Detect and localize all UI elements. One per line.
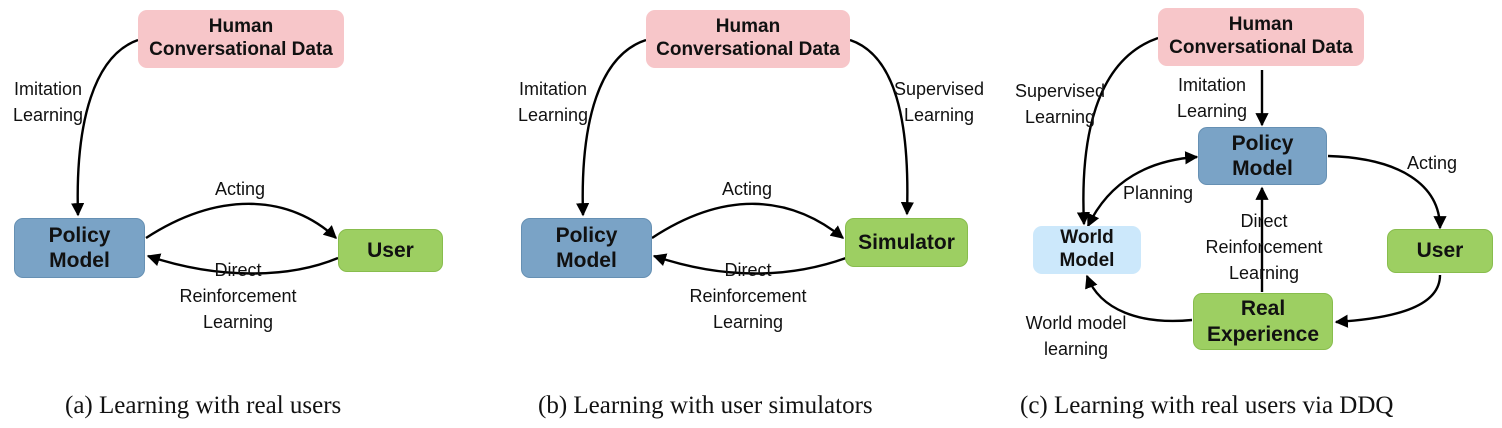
label-line-2: Learning bbox=[1024, 107, 1096, 127]
user-box-c: User bbox=[1387, 229, 1493, 273]
human-data-line-2: Conversational Data bbox=[656, 39, 840, 60]
policy-model-box-a: Policy Model bbox=[14, 218, 145, 278]
label-line-1: Direct bbox=[1240, 211, 1288, 231]
label-line-3: Learning bbox=[712, 312, 784, 332]
acting-text: Acting bbox=[1406, 153, 1458, 173]
real-experience-box-c: Real Experience bbox=[1193, 293, 1333, 350]
label-line-1: World model bbox=[1025, 313, 1127, 333]
policy-model-line-1: Policy bbox=[555, 223, 618, 247]
acting-label-c: Acting bbox=[1392, 150, 1472, 176]
policy-model-box-c: Policy Model bbox=[1198, 127, 1327, 185]
direct-rl-label-b: Direct Reinforcement Learning bbox=[668, 257, 828, 335]
label-line-1: Direct bbox=[724, 260, 772, 280]
caption-b: (b) Learning with user simulators bbox=[538, 392, 873, 419]
label-line-2: Learning bbox=[12, 105, 84, 125]
policy-model-line-2: Model bbox=[556, 249, 617, 272]
planning-label-c: Planning bbox=[1112, 180, 1204, 206]
label-line-2: Learning bbox=[1176, 101, 1248, 121]
acting-text: Acting bbox=[721, 179, 773, 199]
arrow-b-direct-rl bbox=[652, 253, 847, 275]
arrow-a-acting bbox=[145, 202, 337, 240]
user-label: User bbox=[1416, 239, 1464, 263]
acting-label-a: Acting bbox=[200, 176, 280, 202]
imitation-learning-label-b: Imitation Learning bbox=[505, 76, 601, 128]
policy-model-line-2: Model bbox=[49, 249, 110, 272]
arrow-a-imitation bbox=[71, 38, 139, 217]
imitation-learning-label-a: Imitation Learning bbox=[0, 76, 96, 128]
supervised-learning-label-c: Supervised Learning bbox=[1004, 78, 1116, 130]
real-experience-line-1: Real bbox=[1240, 297, 1286, 321]
label-line-2: Reinforcement bbox=[179, 286, 297, 306]
label-line-1: Imitation bbox=[13, 79, 83, 99]
human-conversational-data-box-a: Human Conversational Data bbox=[138, 10, 344, 68]
world-model-box-c: World Model bbox=[1033, 226, 1141, 274]
arrow-c-supervised bbox=[1076, 36, 1159, 226]
policy-model-line-1: Policy bbox=[48, 223, 111, 247]
label-line-2: Reinforcement bbox=[1205, 237, 1323, 257]
human-data-line-2: Conversational Data bbox=[149, 39, 333, 60]
world-model-line-2: Model bbox=[1059, 250, 1115, 271]
label-line-1: Imitation bbox=[1177, 75, 1247, 95]
label-line-2: learning bbox=[1043, 339, 1109, 359]
label-line-1: Imitation bbox=[518, 79, 588, 99]
arrow-b-acting bbox=[651, 202, 845, 240]
human-conversational-data-box-c: Human Conversational Data bbox=[1158, 8, 1364, 66]
label-line-3: Learning bbox=[202, 312, 274, 332]
arrow-c-planning bbox=[1086, 151, 1199, 228]
arrow-c-user-to-experience bbox=[1334, 274, 1442, 328]
human-conversational-data-box-b: Human Conversational Data bbox=[646, 10, 850, 68]
human-data-line-2: Conversational Data bbox=[1169, 37, 1353, 58]
caption-c: (c) Learning with real users via DDQ bbox=[1020, 392, 1394, 419]
arrow-c-acting bbox=[1327, 154, 1447, 230]
arrow-b-imitation bbox=[576, 38, 647, 217]
label-line-2: Learning bbox=[517, 105, 589, 125]
label-line-1: Supervised bbox=[1014, 81, 1106, 101]
arrow-b-supervised bbox=[849, 38, 914, 216]
label-line-1: Direct bbox=[214, 260, 262, 280]
human-data-line-1: Human bbox=[715, 16, 781, 38]
human-data-line-1: Human bbox=[1228, 14, 1294, 36]
label-line-3: Learning bbox=[1228, 263, 1300, 283]
direct-rl-label-a: Direct Reinforcement Learning bbox=[158, 257, 318, 335]
acting-text: Acting bbox=[214, 179, 266, 199]
direct-rl-label-c: Direct Reinforcement Learning bbox=[1184, 208, 1344, 286]
imitation-learning-label-c: Imitation Learning bbox=[1164, 72, 1260, 124]
caption-a: (a) Learning with real users bbox=[65, 392, 342, 419]
policy-model-line-2: Model bbox=[1232, 157, 1293, 180]
label-line-2: Reinforcement bbox=[689, 286, 807, 306]
simulator-label: Simulator bbox=[858, 230, 955, 254]
user-label: User bbox=[367, 238, 414, 262]
supervised-learning-label-b: Supervised Learning bbox=[883, 76, 995, 128]
label-line-2: Learning bbox=[903, 105, 975, 125]
world-model-line-1: World bbox=[1060, 227, 1114, 249]
policy-model-box-b: Policy Model bbox=[521, 218, 652, 278]
simulator-box-b: Simulator bbox=[845, 218, 968, 267]
real-experience-line-2: Experience bbox=[1206, 322, 1320, 346]
user-box-a: User bbox=[338, 229, 443, 272]
arrow-c-world-model-learning bbox=[1085, 274, 1193, 323]
human-data-line-1: Human bbox=[208, 16, 274, 38]
arrow-a-direct-rl bbox=[146, 253, 339, 275]
acting-label-b: Acting bbox=[707, 176, 787, 202]
policy-model-line-1: Policy bbox=[1231, 131, 1294, 155]
world-model-learning-label-c: World model learning bbox=[1020, 310, 1132, 362]
planning-text: Planning bbox=[1122, 183, 1194, 203]
label-line-1: Supervised bbox=[893, 79, 985, 99]
